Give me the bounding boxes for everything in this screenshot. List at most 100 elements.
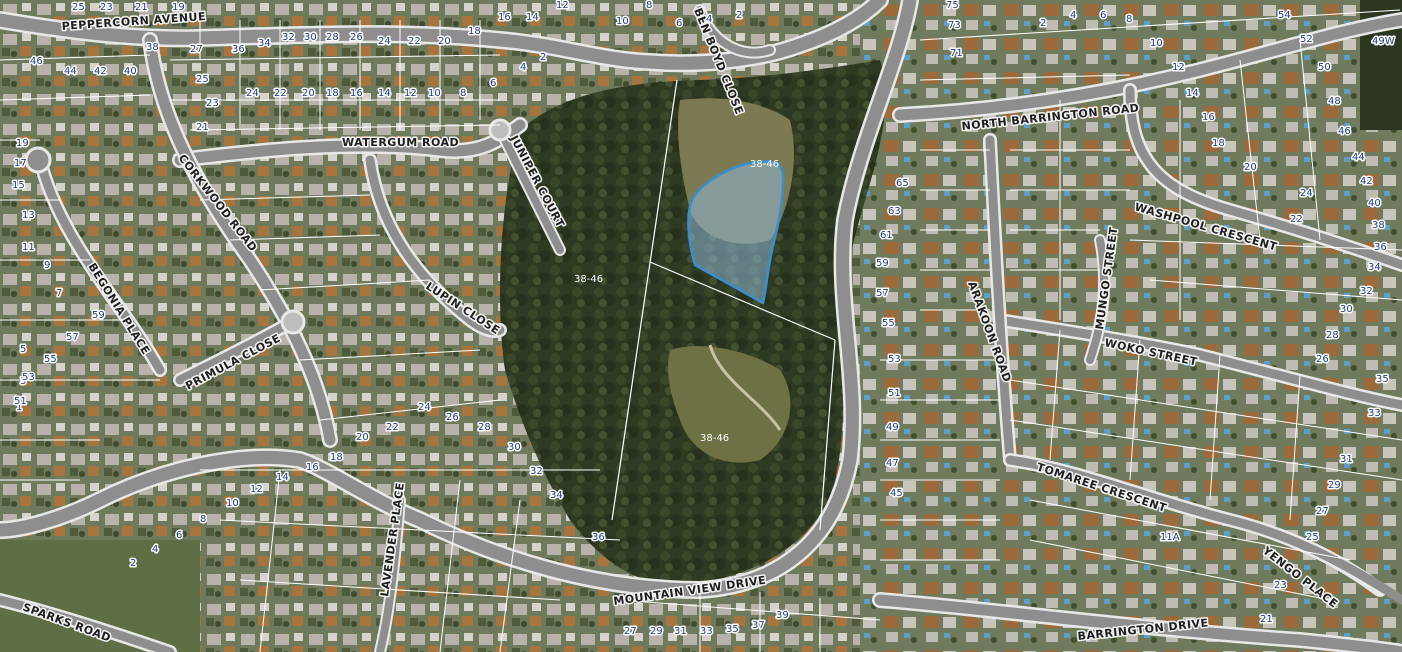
highlighted-lot[interactable] <box>687 160 785 305</box>
lot-number: 38 <box>146 42 159 53</box>
lot-number: 13 <box>22 210 35 221</box>
lot-number: 23 <box>206 98 219 109</box>
lot-number: 53 <box>888 354 901 365</box>
lot-number: 10 <box>1150 38 1163 49</box>
lot-number: 18 <box>468 26 481 37</box>
lot-number: 16 <box>350 88 363 99</box>
lot-number: 26 <box>1316 354 1329 365</box>
lot-number: 27 <box>624 626 637 637</box>
lot-number: 29 <box>1328 480 1341 491</box>
cul-de-sac-watergum <box>488 118 512 142</box>
lot-number: 59 <box>92 310 105 321</box>
lot-number: 45 <box>890 488 903 499</box>
lot-number: 14 <box>1186 88 1199 99</box>
lot-number: 65 <box>896 178 909 189</box>
lot-number: 55 <box>882 318 895 329</box>
lot-number: 14 <box>276 472 289 483</box>
lot-number: 47 <box>886 458 899 469</box>
walking-track <box>708 344 782 431</box>
lot-boundaries <box>0 9 1402 652</box>
lot-number: 24 <box>378 36 391 47</box>
lot-number: 36 <box>1374 242 1387 253</box>
lot-number: 28 <box>478 422 491 433</box>
lot-number: 27 <box>1316 506 1329 517</box>
lot-number: 59 <box>876 258 889 269</box>
lot-number: 8 <box>460 88 466 99</box>
lot-number: 19 <box>16 138 29 149</box>
lot-number: 16 <box>498 12 511 23</box>
lot-number: 17 <box>14 158 27 169</box>
lot-number: 11A <box>1160 532 1180 543</box>
lot-number: 34 <box>1368 262 1381 273</box>
lot-number: 12 <box>1172 62 1185 73</box>
lot-number: 49W <box>1372 36 1395 47</box>
lot-number: 18 <box>330 452 343 463</box>
lot-number: 2 <box>736 10 742 21</box>
lot-number: 40 <box>1368 198 1381 209</box>
lot-number: 29 <box>650 626 663 637</box>
lot-number: 16 <box>306 462 319 473</box>
lot-number: 19 <box>172 2 185 13</box>
lot-number: 22 <box>274 88 287 99</box>
lot-number: 35 <box>726 624 739 635</box>
parcel-boundaries <box>611 79 836 531</box>
lot-number: 49 <box>886 422 899 433</box>
lot-number: 6 <box>176 530 182 541</box>
lot-number: 8 <box>200 514 206 525</box>
lot-number: 6 <box>490 78 496 89</box>
lot-number: 57 <box>66 332 79 343</box>
lot-number: 75 <box>946 0 959 11</box>
lot-number: 22 <box>1290 214 1303 225</box>
lot-number: 2 <box>1040 18 1046 29</box>
lot-number: 4 <box>152 544 158 555</box>
lot-number: 55 <box>44 354 57 365</box>
lot-number: 30 <box>1340 304 1353 315</box>
lot-number: 48 <box>1328 96 1341 107</box>
lot-number: 1 <box>16 402 22 413</box>
lot-number: 20 <box>302 88 315 99</box>
lot-number: 12 <box>556 0 569 11</box>
lot-number: 36 <box>232 44 245 55</box>
lot-number: 14 <box>378 88 391 99</box>
lot-number: 27 <box>190 44 203 55</box>
lot-number: 37 <box>752 620 765 631</box>
lot-number: 4 <box>706 14 712 25</box>
lot-number: 20 <box>438 36 451 47</box>
street-label-watergum-road: WATERGUM ROAD <box>342 136 459 149</box>
lot-number: 33 <box>1368 408 1381 419</box>
lot-number: 18 <box>326 88 339 99</box>
lot-number: 10 <box>226 498 239 509</box>
lot-number: 4 <box>520 62 526 73</box>
cul-de-sac-primula <box>280 309 306 335</box>
lot-number: 10 <box>616 16 629 27</box>
lot-number: 46 <box>30 56 43 67</box>
lot-number: 25 <box>72 2 85 13</box>
lot-number: 2 <box>130 558 136 569</box>
lot-number: 46 <box>1338 126 1351 137</box>
lot-number: 42 <box>1360 176 1373 187</box>
lot-number: 26 <box>446 412 459 423</box>
lot-number: 15 <box>12 180 25 191</box>
lot-number: 22 <box>386 422 399 433</box>
lot-number: 3 <box>20 376 26 387</box>
lot-number: 33 <box>700 626 713 637</box>
lot-number: 20 <box>356 432 369 443</box>
lot-number: 6 <box>676 18 682 29</box>
lot-number: 25 <box>196 74 209 85</box>
lot-number: 32 <box>282 32 295 43</box>
lot-number: 31 <box>674 626 687 637</box>
lot-number: 71 <box>950 48 963 59</box>
parcel-label-top: 38-46 <box>750 159 779 170</box>
lot-number: 50 <box>1318 62 1331 73</box>
lot-number: 14 <box>526 12 539 23</box>
lot-number: 38 <box>1372 220 1385 231</box>
lot-number: 31 <box>1340 454 1353 465</box>
lot-number: 12 <box>404 88 417 99</box>
lot-number: 26 <box>350 32 363 43</box>
lot-number: 23 <box>100 2 113 13</box>
lot-number: 32 <box>530 466 543 477</box>
lot-number: 8 <box>646 0 652 11</box>
clearing-south <box>668 346 791 463</box>
